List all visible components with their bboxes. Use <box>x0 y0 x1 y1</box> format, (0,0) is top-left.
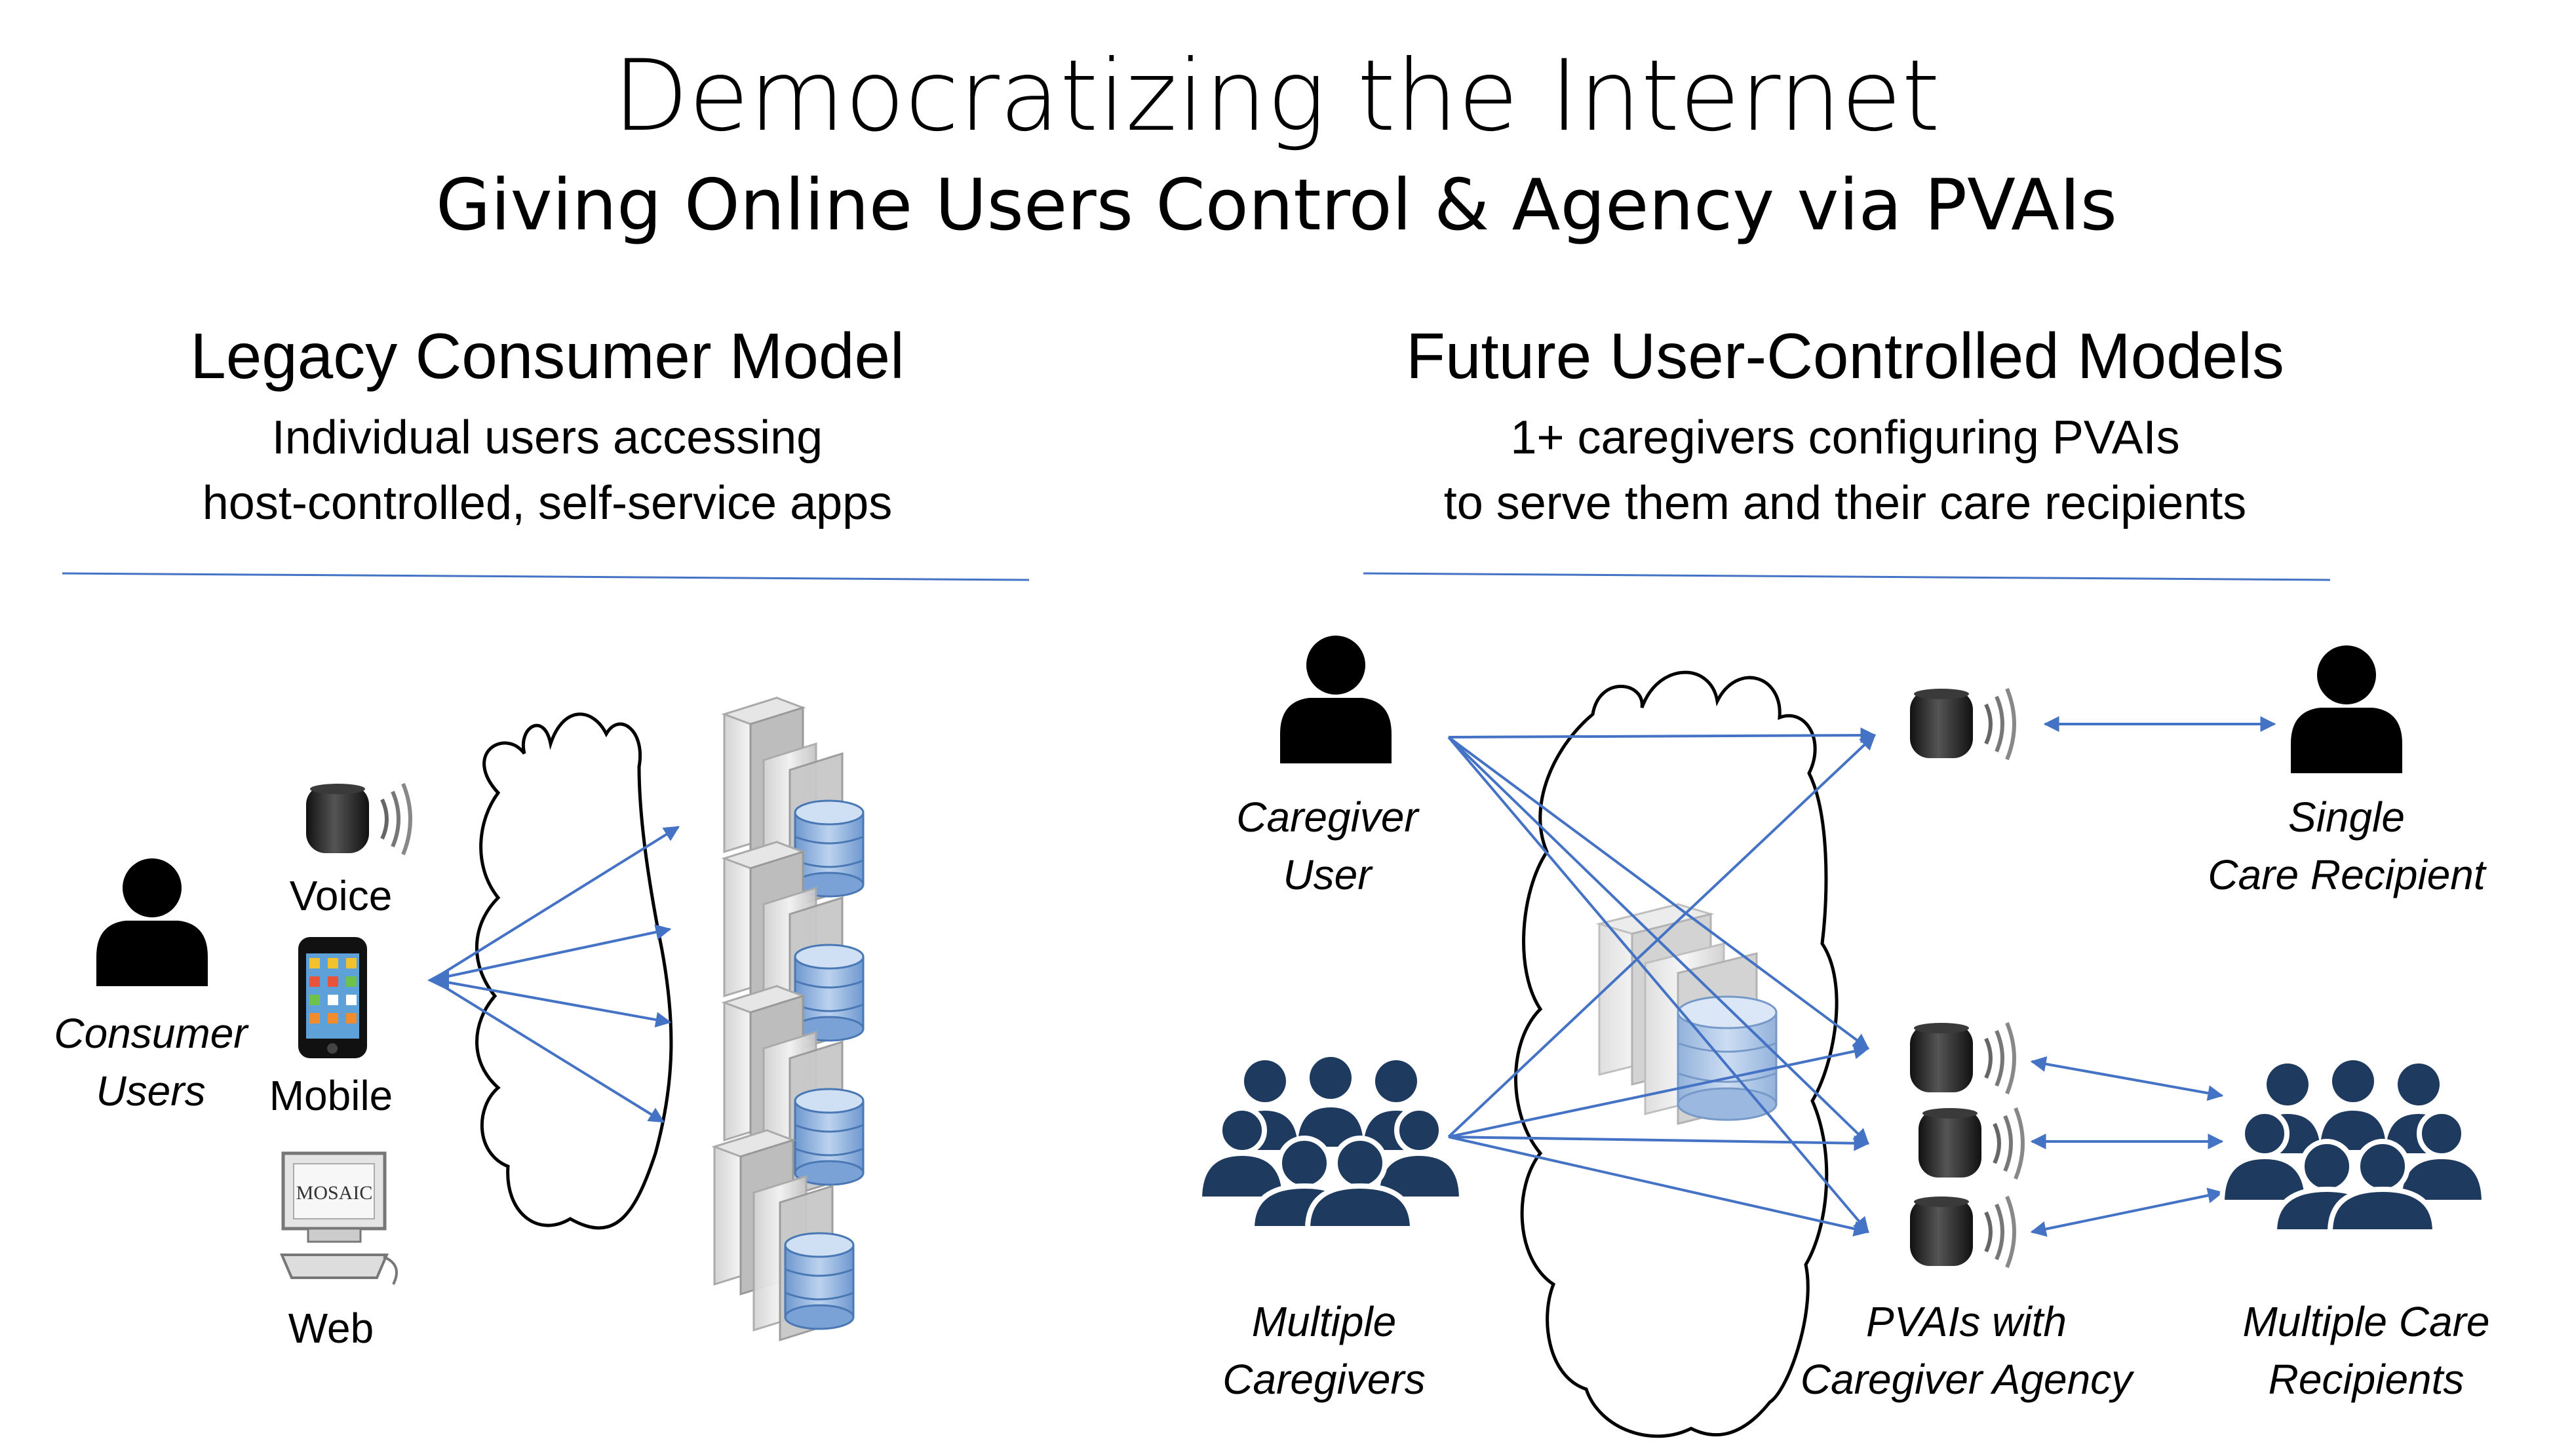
single-recipient-label-line2: Care Recipient <box>2208 851 2485 898</box>
pvais-label-line2: Caregiver Agency <box>1800 1356 2133 1403</box>
single-recipient-label-line1: Single <box>2288 794 2405 841</box>
future-desc-line1: 1+ caregivers configuring PVAIs <box>1510 412 2180 464</box>
legacy-desc-line2: host-controlled, self-service apps <box>202 477 893 529</box>
legacy-section-title: Legacy Consumer Model <box>190 320 905 392</box>
pvai-speaker-icon-single <box>1910 689 2014 759</box>
legacy-desc-line1: Individual users accessing <box>271 412 823 464</box>
caregiver-user-label-line2: User <box>1283 851 1372 898</box>
mosaic-logo: MOSAIC <box>296 1182 373 1204</box>
caregiver-user-icon <box>1280 636 1392 763</box>
future-central-server <box>1595 903 1778 1125</box>
future-section-title: Future User-Controlled Models <box>1406 320 2284 392</box>
caregiver-user-label-line1: Caregiver <box>1236 794 1418 841</box>
future-desc-line2: to serve them and their care recipients <box>1443 477 2247 529</box>
page-title: Democratizing the Internet <box>613 39 1940 153</box>
multiple-recipients-label-line1: Multiple Care <box>2242 1298 2490 1345</box>
voice-label: Voice <box>289 872 393 919</box>
page-subtitle: Giving Online Users Control & Agency via… <box>435 164 2118 246</box>
multiple-caregivers-icon <box>1199 1057 1462 1229</box>
mobile-phone-icon <box>298 937 367 1058</box>
legacy-arrows <box>427 826 680 1123</box>
single-care-recipient-icon <box>2291 645 2402 773</box>
multiple-recipients-label-line2: Recipients <box>2268 1356 2465 1403</box>
mobile-label: Mobile <box>269 1072 393 1119</box>
legacy-internet-cloud <box>475 712 673 1230</box>
web-computer-icon: MOSAIC <box>279 1151 398 1285</box>
consumer-users-label-line2: Users <box>96 1067 206 1115</box>
pvai-speaker-icon-2 <box>1919 1108 2023 1179</box>
pvai-speaker-icon-3 <box>1910 1197 2014 1267</box>
future-divider <box>1363 572 2331 581</box>
pvai-speaker-icon-1 <box>1910 1023 2014 1094</box>
consumer-users-icon <box>96 858 208 986</box>
future-arrows <box>1447 716 2276 1237</box>
pvais-label-line1: PVAIs with <box>1866 1298 2067 1345</box>
web-label: Web <box>288 1305 374 1352</box>
multiple-caregivers-label-line1: Multiple <box>1251 1298 1397 1345</box>
multiple-care-recipients-icon <box>2222 1060 2484 1232</box>
voice-speaker-icon <box>306 784 410 854</box>
multiple-caregivers-label-line2: Caregivers <box>1222 1356 1426 1403</box>
consumer-users-label-line1: Consumer <box>54 1010 248 1057</box>
legacy-divider <box>62 572 1030 581</box>
